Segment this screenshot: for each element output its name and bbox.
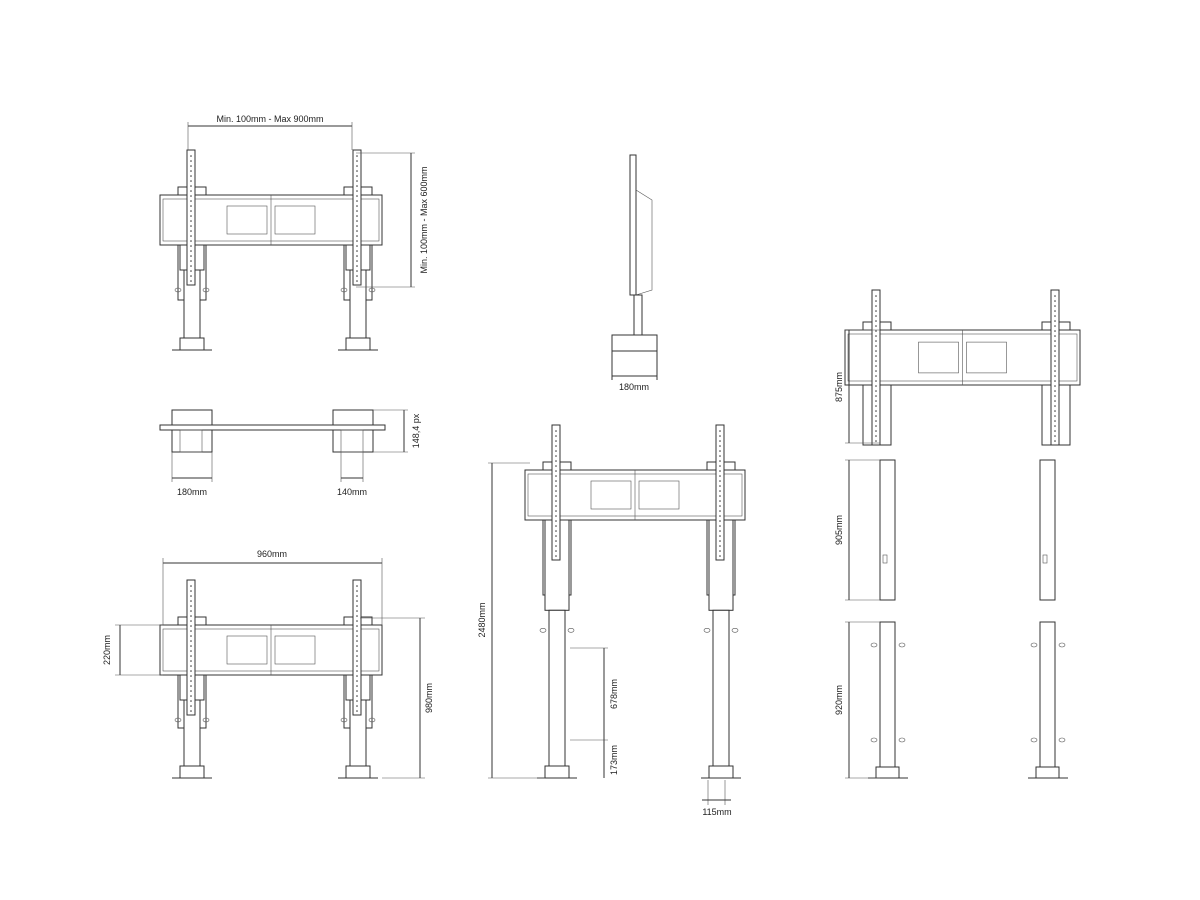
overall-width-label: 960mm (257, 549, 287, 559)
overall-height-label: 980mm (424, 683, 434, 713)
wall-plate (524, 469, 746, 521)
vertical-rail (871, 289, 881, 446)
tall-height-label: 2480mm (477, 602, 487, 637)
panel-height-label: 220mm (102, 635, 112, 665)
tall-mount (524, 424, 746, 779)
part-875-label: 875mm (834, 372, 844, 402)
mount-upper-part (844, 289, 1081, 446)
part-920-label: 920mm (834, 685, 844, 715)
segment-173-label: 173mm (609, 745, 619, 775)
top-height-label: 148,4 px (411, 413, 421, 448)
segment-678-label: 678mm (609, 679, 619, 709)
vertical-rail (715, 424, 725, 561)
wall-plate (844, 329, 1081, 386)
side-view: 180mm (611, 154, 658, 392)
column-base-920 (868, 621, 1068, 779)
front-view-mount (159, 149, 383, 351)
dimension-lines: Min. 100mm - Max 900mm Min. 100mm - Max … (102, 114, 880, 817)
wall-plate (159, 624, 383, 676)
wall-plate (159, 194, 383, 246)
top-left-width-label: 180mm (177, 487, 207, 497)
column-extension-905 (879, 459, 1056, 601)
vertical-rail (186, 149, 196, 286)
vertical-rail (1050, 289, 1060, 446)
mount-drawings (159, 149, 1081, 779)
foot-width-label: 115mm (702, 807, 731, 817)
front-width-range-label: Min. 100mm - Max 900mm (216, 114, 323, 124)
vertical-rail (352, 149, 362, 286)
front-view-mount-dimensioned (159, 579, 383, 779)
side-depth-label: 180mm (619, 382, 649, 392)
front-height-range-label: Min. 100mm - Max 600mm (419, 166, 429, 273)
top-right-width-label: 140mm (337, 487, 367, 497)
vertical-rail (186, 579, 196, 716)
vertical-rail (352, 579, 362, 716)
vertical-rail (551, 424, 561, 561)
top-view: 180mm 140mm 148,4 px (159, 409, 421, 497)
part-905-label: 905mm (834, 515, 844, 545)
